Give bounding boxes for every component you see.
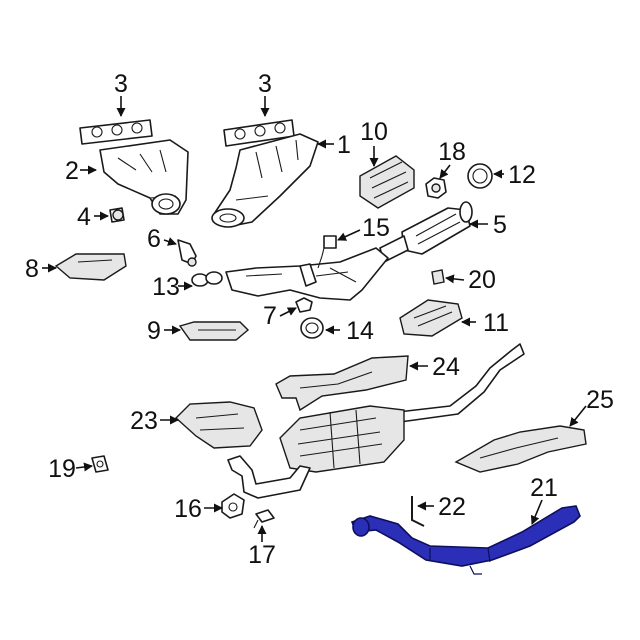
callout-6: 6	[147, 225, 161, 253]
part-15-oxygen-sensor	[317, 235, 337, 269]
callout-2: 2	[65, 157, 79, 185]
callout-21: 21	[530, 474, 558, 502]
leader-lines	[42, 96, 587, 542]
callout-3-right: 3	[258, 70, 272, 98]
callout-16: 16	[174, 495, 202, 523]
callout-19: 19	[48, 455, 76, 483]
callout-22: 22	[438, 493, 466, 521]
callout-15: 15	[362, 214, 390, 242]
part-20-clamp	[431, 269, 445, 285]
part-16-flange	[221, 493, 245, 519]
callout-25: 25	[586, 386, 614, 414]
callout-24: 24	[432, 353, 460, 381]
part-8-heat-shield	[54, 253, 127, 281]
callout-11: 11	[483, 309, 509, 337]
front-y-pipe-assembly	[225, 247, 389, 301]
part-21-tailpipe-highlighted	[350, 505, 581, 575]
part-10-heat-shield	[359, 155, 415, 209]
callout-7: 7	[263, 302, 277, 330]
front-pipe	[227, 455, 311, 499]
part-6-oxygen-sensor	[177, 239, 197, 267]
part-12-gasket-ring	[467, 163, 493, 189]
callout-3-left: 3	[114, 70, 128, 98]
callout-14: 14	[346, 317, 374, 345]
callout-20: 20	[468, 266, 496, 294]
part-24-heat-shield	[275, 355, 409, 412]
part-9-heat-shield	[178, 321, 250, 341]
part-3-left-manifold-gasket	[79, 119, 153, 145]
callout-labels: 3 3 2 1 10 18 12 4 5 6 15 8 13 20 7 11 9…	[25, 70, 614, 569]
callout-17: 17	[248, 541, 276, 569]
part-25-heat-shield	[454, 425, 587, 473]
callout-10: 10	[360, 118, 388, 146]
part-14-gasket	[300, 317, 324, 339]
muffler	[279, 405, 405, 473]
callout-1: 1	[337, 131, 351, 159]
part-19-bracket	[91, 455, 109, 473]
callout-18: 18	[438, 138, 466, 166]
part-1-right-exhaust-manifold	[211, 133, 319, 228]
callout-23: 23	[130, 407, 158, 435]
part-2-left-exhaust-manifold	[99, 139, 189, 215]
part-23-heat-shield	[174, 401, 263, 449]
callout-12: 12	[508, 161, 536, 189]
part-17-bolt	[253, 509, 275, 529]
callout-13: 13	[152, 273, 180, 301]
part-11-catalyst-shield	[399, 299, 463, 337]
callout-5: 5	[493, 211, 507, 239]
callout-8: 8	[25, 255, 39, 283]
part-5-catalytic-converter	[379, 201, 473, 263]
part-22-hanger	[411, 496, 425, 527]
intermediate-pipe	[397, 343, 525, 423]
callout-9: 9	[147, 317, 161, 345]
part-4-stud	[109, 207, 125, 223]
part-7-nut	[295, 297, 313, 313]
part-18-nut	[425, 177, 447, 199]
part-13-flange-gasket	[191, 271, 223, 287]
callout-4: 4	[77, 203, 91, 231]
